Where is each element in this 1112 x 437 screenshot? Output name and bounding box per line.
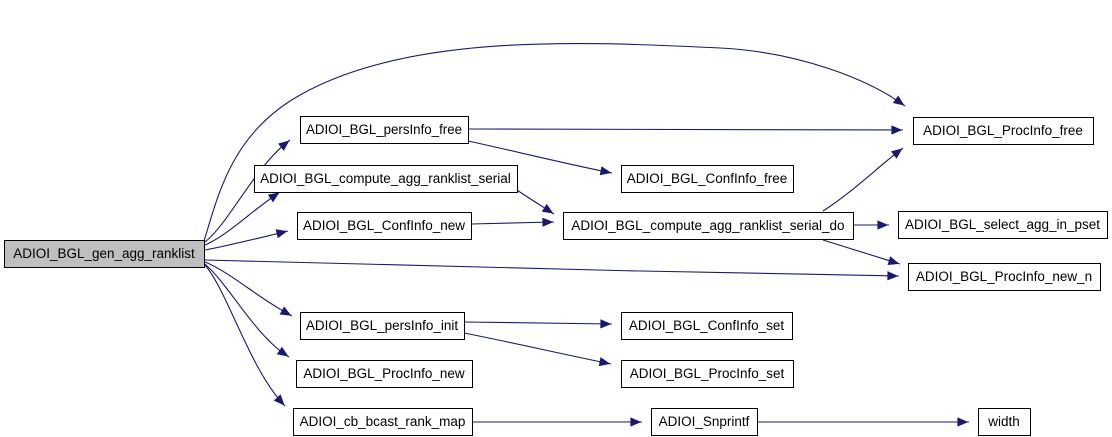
graph-node-width[interactable]: width: [978, 408, 1031, 436]
node-box[interactable]: [621, 360, 794, 388]
graph-node-gen_agg_ranklist[interactable]: ADIOI_BGL_gen_agg_ranklist: [4, 240, 205, 268]
node-box[interactable]: [651, 408, 758, 436]
arrowhead-icon: [630, 417, 642, 427]
node-box[interactable]: [4, 240, 205, 268]
node-label: ADIOI_BGL_ConfInfo_new: [303, 218, 465, 233]
node-box[interactable]: [908, 263, 1101, 291]
call-edge: [203, 42, 906, 242]
call-edge: [822, 147, 904, 212]
node-label: ADIOI_Snprintf: [659, 414, 750, 429]
node-box[interactable]: [293, 408, 473, 436]
node-label: ADIOI_BGL_gen_agg_ranklist: [13, 246, 195, 261]
node-box[interactable]: [563, 212, 854, 240]
call-edge: [204, 139, 291, 243]
node-box[interactable]: [978, 408, 1031, 436]
arrowhead-icon: [887, 256, 900, 266]
call-edge: [204, 259, 900, 277]
graph-node-ConfInfo_free[interactable]: ADIOI_BGL_ConfInfo_free: [621, 165, 794, 193]
call-edge: [204, 191, 281, 246]
arrowhead-icon: [279, 306, 292, 316]
arrowhead-icon: [541, 203, 554, 214]
node-box[interactable]: [913, 117, 1094, 145]
node-label: ADIOI_BGL_compute_agg_ranklist_serial: [260, 171, 511, 186]
call-edge: [204, 264, 286, 407]
node-box[interactable]: [300, 116, 469, 144]
arrowhead-icon: [600, 319, 612, 329]
node-label: ADIOI_cb_bcast_rank_map: [300, 414, 466, 429]
call-edge: [204, 230, 289, 251]
call-edge: [467, 140, 613, 174]
node-label: ADIOI_BGL_ProcInfo_new_n: [916, 269, 1092, 284]
node-label: ADIOI_BGL_persInfo_free: [306, 122, 462, 137]
graph-node-cb_bcast_rank_map[interactable]: ADIOI_cb_bcast_rank_map: [293, 408, 473, 436]
arrowhead-icon: [276, 346, 289, 357]
graph-node-ProcInfo_set[interactable]: ADIOI_BGL_ProcInfo_set: [621, 360, 794, 388]
graph-node-select_agg_in_pset[interactable]: ADIOI_BGL_select_agg_in_pset: [898, 211, 1108, 239]
graph-node-ConfInfo_set[interactable]: ADIOI_BGL_ConfInfo_set: [621, 312, 793, 340]
graph-node-ProcInfo_new[interactable]: ADIOI_BGL_ProcInfo_new: [296, 360, 473, 388]
node-label: ADIOI_BGL_compute_agg_ranklist_serial_do: [571, 218, 844, 233]
arrowhead-icon: [890, 148, 903, 159]
arrowhead-icon: [542, 217, 554, 227]
arrowhead-icon: [273, 394, 285, 406]
call-edge: [204, 263, 290, 358]
arrowhead-icon: [275, 229, 288, 239]
node-box[interactable]: [621, 312, 793, 340]
node-box[interactable]: [296, 360, 473, 388]
arrowhead-icon: [599, 166, 612, 176]
arrowhead-icon: [267, 192, 280, 203]
node-label: ADIOI_BGL_ConfInfo_free: [627, 171, 788, 186]
node-label: ADIOI_BGL_ProcInfo_set: [630, 366, 785, 381]
node-box[interactable]: [621, 165, 794, 193]
node-label: ADIOI_BGL_select_agg_in_pset: [905, 217, 1100, 232]
node-box[interactable]: [898, 211, 1108, 239]
arrowhead-icon: [957, 417, 969, 427]
call-edge: [463, 332, 612, 365]
graph-node-persInfo_init[interactable]: ADIOI_BGL_persInfo_init: [300, 312, 465, 340]
node-box[interactable]: [297, 212, 472, 240]
graph-node-compute_agg_ranklist_serial[interactable]: ADIOI_BGL_compute_agg_ranklist_serial: [254, 165, 518, 193]
arrowhead-icon: [887, 271, 899, 281]
call-edge: [822, 239, 901, 265]
arrowhead-icon: [598, 357, 611, 367]
node-box[interactable]: [300, 312, 465, 340]
graph-node-ProcInfo_new_n[interactable]: ADIOI_BGL_ProcInfo_new_n: [908, 263, 1101, 291]
node-label: ADIOI_BGL_ConfInfo_set: [629, 318, 785, 333]
graph-node-compute_agg_ranklist_serial_do[interactable]: ADIOI_BGL_compute_agg_ranklist_serial_do: [563, 212, 854, 240]
call-edge: [204, 261, 293, 317]
arrowhead-icon: [278, 140, 290, 151]
graph-node-persInfo_free[interactable]: ADIOI_BGL_persInfo_free: [300, 116, 469, 144]
call-edge: [467, 128, 904, 131]
arrowhead-icon: [891, 125, 903, 135]
node-label: ADIOI_BGL_persInfo_init: [306, 318, 459, 333]
call-edge: [470, 221, 555, 225]
arrowhead-icon: [892, 95, 905, 106]
nodes-layer: ADIOI_BGL_gen_agg_ranklistADIOI_BGL_pers…: [4, 116, 1108, 436]
edges-layer: [203, 42, 969, 427]
node-label: ADIOI_BGL_ProcInfo_new: [303, 366, 465, 381]
call-edge: [463, 321, 613, 325]
graph-node-ConfInfo_new[interactable]: ADIOI_BGL_ConfInfo_new: [297, 212, 472, 240]
node-label: ADIOI_BGL_ProcInfo_free: [923, 123, 1083, 138]
graph-node-Snprintf[interactable]: ADIOI_Snprintf: [651, 408, 758, 436]
graph-node-ProcInfo_free[interactable]: ADIOI_BGL_ProcInfo_free: [913, 117, 1094, 145]
node-label: width: [987, 414, 1020, 429]
arrowhead-icon: [877, 220, 889, 230]
node-box[interactable]: [254, 165, 518, 193]
